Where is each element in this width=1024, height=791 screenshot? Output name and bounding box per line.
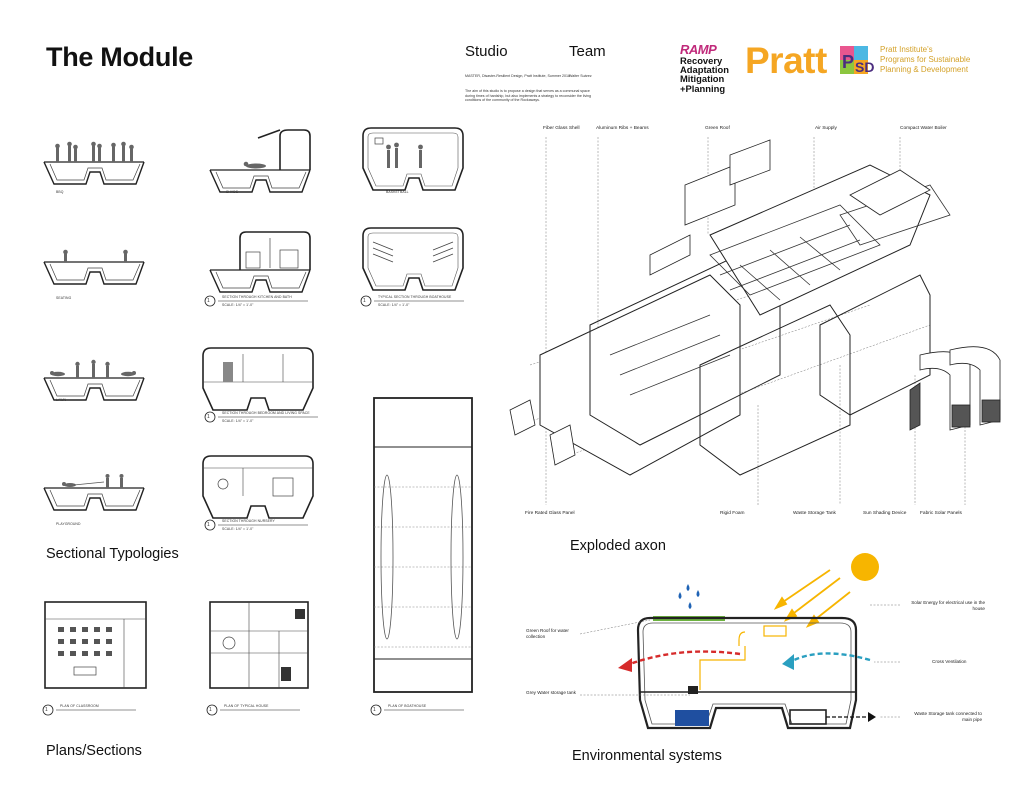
axon-label-ribs: Aluminum Ribs + Beams	[596, 126, 649, 131]
plans-sections-heading: Plans/Sections	[46, 743, 142, 759]
env-label-waste-tank: Waste Storage tank connected to main pip…	[914, 711, 982, 722]
axon-label-boiler: Compact Water Boiler	[900, 126, 947, 131]
axon-label-air-supply: Air Supply	[815, 126, 837, 131]
caption-plan-classroom: PLAN OF CLASSROOM	[60, 704, 99, 708]
pratt-logo: Pratt	[745, 40, 827, 81]
team-names: Walter Suárez	[569, 74, 592, 78]
env-label-cross-vent: Cross Ventilation	[932, 659, 967, 664]
sectional-typologies-heading: Sectional Typologies	[46, 546, 179, 562]
section-playground-drawing	[43, 474, 145, 511]
axon-label-glass-panel: Fire Rated Glass Panel	[525, 511, 575, 516]
studio-meta: MASTER, Disaster-Resilient Design, Pratt…	[465, 74, 571, 78]
section-kitchen-drawing	[209, 231, 311, 293]
exploded-axon-drawing	[509, 137, 1001, 505]
ppsd-logo-text: Pratt Institute's Programs for Sustainab…	[880, 45, 971, 74]
axon-label-fiberglass: Fiber Glass Shell	[543, 126, 580, 131]
axon-label-solar-panels: Fabric Solar Panels	[920, 511, 962, 516]
section-nursery-drawing	[202, 455, 314, 519]
environmental-systems-diagram	[579, 553, 900, 730]
ramp-logo: RAMP Recovery Adaptation Mitigation +Pla…	[680, 42, 729, 94]
environmental-systems-heading: Environmental systems	[572, 748, 722, 764]
exploded-axon-heading: Exploded axon	[570, 538, 666, 554]
env-label-solar: Solar Energy for electrical use in the h…	[911, 600, 985, 611]
env-label-green-roof: Green Roof for water collection	[526, 628, 569, 639]
team-heading: Team	[569, 43, 606, 60]
plan-marker-classroom	[42, 704, 136, 716]
section-marker-bedroom	[204, 411, 318, 423]
axon-label-rigid-foam: Rigid Foam	[720, 511, 745, 516]
studio-heading: Studio	[465, 43, 508, 60]
section-lawn-drawing	[43, 359, 145, 401]
rain-icon	[678, 584, 700, 609]
caption-plan-house: PLAN OF TYPICAL HOUSE	[224, 704, 269, 708]
plan-marker-boathouse	[370, 704, 464, 716]
caption-section-bedroom: SECTION THROUGH BEDROOM AND LIVING SPACE	[222, 411, 310, 415]
section-seating-drawing	[43, 249, 145, 285]
section-bedroom-drawing	[202, 347, 314, 411]
env-label-grey-water: Grey Water storage tank	[526, 690, 576, 695]
caption-bbq: BBQ	[56, 190, 64, 194]
ppsd-logo-mark: P SD	[840, 46, 874, 75]
axon-label-green-roof: Green Roof	[705, 126, 730, 131]
section-marker-kitchen	[204, 295, 308, 307]
svg-text:SD: SD	[855, 59, 874, 75]
section-marker-typical	[360, 295, 464, 307]
caption-section-kitchen: SECTION THROUGH KITCHEN AND BATH	[222, 295, 292, 299]
plan-classroom-drawing	[44, 601, 147, 689]
boathouse-plan-drawing	[373, 397, 473, 693]
plan-marker-house	[206, 704, 300, 716]
section-typical-drawing	[362, 227, 464, 291]
caption-shade: SHADE	[226, 190, 239, 194]
plan-house-drawing	[209, 601, 309, 689]
studio-description: The aim of this studio is to propose a d…	[465, 89, 592, 103]
svg-text:P: P	[842, 52, 854, 72]
page-title: The Module	[46, 42, 193, 72]
caption-seating: SEATING	[56, 296, 72, 300]
axon-label-sun-shading: Sun Shading Device	[863, 511, 907, 516]
sun-icon	[851, 553, 879, 581]
caption-lawn: LAWN	[56, 398, 67, 402]
caption-section-nursery: SECTION THROUGH NURSERY	[222, 519, 275, 523]
caption-section-typical: TYPICAL SECTION THROUGH BOATHOUSE	[378, 295, 452, 299]
section-bbq-drawing	[43, 141, 145, 185]
axon-label-waste-tank: Waste Storage Tank	[793, 511, 836, 516]
caption-basketball: BASKETBALL	[386, 190, 409, 194]
section-shade-drawing	[209, 129, 311, 193]
section-basketball-drawing	[362, 127, 464, 191]
section-marker-nursery	[204, 519, 308, 531]
caption-playground: PLAYGROUND	[56, 522, 81, 526]
caption-plan-boathouse: PLAN OF BOATHOUSE	[388, 704, 427, 708]
